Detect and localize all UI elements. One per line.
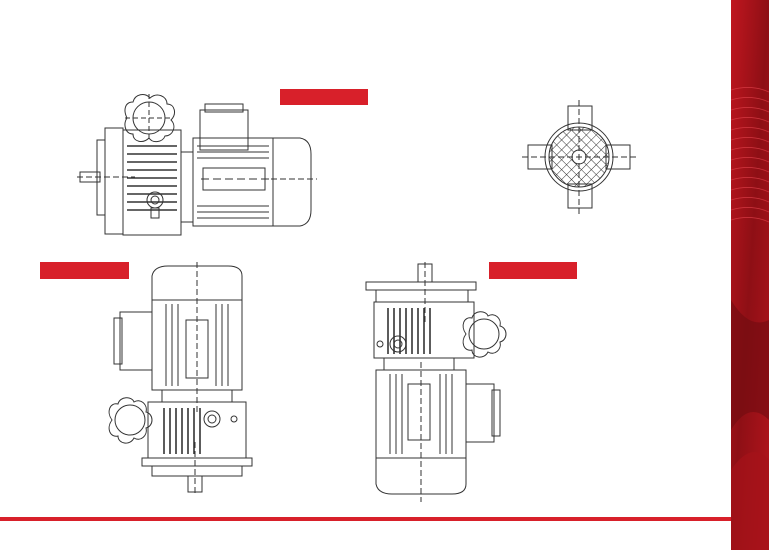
sidebar-wave-pattern — [731, 0, 769, 550]
view3-label-box — [40, 262, 129, 279]
drawing-coupling-cross-section — [522, 100, 637, 215]
view4-label-box — [489, 262, 577, 279]
drawing-vertical-motor-bottom — [360, 262, 520, 502]
view1-label-box — [280, 89, 368, 105]
drawing-vertical-motor-top — [100, 262, 270, 497]
decorative-sidebar — [731, 0, 769, 550]
handwheel-icon — [125, 94, 174, 142]
footer-rule — [0, 517, 731, 521]
crosshatch-cross-section-icon — [522, 100, 637, 215]
drawing-side-view-horizontal — [75, 80, 320, 240]
